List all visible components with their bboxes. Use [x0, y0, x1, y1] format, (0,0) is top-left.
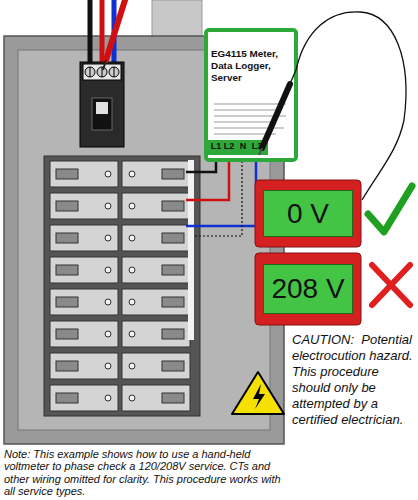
breaker-handle: [56, 169, 78, 179]
terminal-screw: [129, 363, 135, 369]
terminal-screw: [105, 395, 111, 401]
breaker-handle: [56, 393, 78, 403]
meter-housing: [206, 30, 296, 160]
breaker-handle: [162, 329, 184, 339]
branch-breaker: [122, 353, 190, 379]
branch-breaker: [50, 385, 118, 411]
conduit: [152, 0, 202, 38]
wire-l3: [186, 155, 256, 226]
voltmeter-body: [255, 253, 361, 325]
branch-breaker: [122, 321, 190, 347]
lug-screws: [85, 67, 119, 77]
branch-breaker: [122, 161, 190, 187]
branch-breaker: [122, 225, 190, 251]
breaker-handle: [56, 201, 78, 211]
branch-breaker: [122, 385, 190, 411]
main-breaker: [80, 62, 124, 147]
branch-breaker: [50, 193, 118, 219]
voltmeter-body: [255, 180, 361, 247]
breaker-handle: [162, 233, 184, 243]
terminal-screw: [129, 203, 135, 209]
terminal-screw: [129, 395, 135, 401]
terminal-screw: [105, 363, 111, 369]
procedure-note: Note: This example shows how to use a ha…: [4, 448, 294, 498]
terminal-label: L1: [209, 141, 223, 152]
terminal-label: N: [238, 141, 248, 152]
terminal-screw: [105, 331, 111, 337]
terminal-block: [208, 140, 268, 155]
branch-breaker: [50, 161, 118, 187]
cross-mark: [372, 265, 410, 305]
device-name: EG4115 Meter, Data Logger, Server: [211, 48, 291, 84]
breaker-handle: [162, 393, 184, 403]
lightning-bolt: [253, 384, 265, 409]
breaker-lugs: [83, 64, 121, 80]
breaker-handle: [56, 297, 78, 307]
breaker-handle: [162, 297, 184, 307]
branch-breaker: [50, 225, 118, 251]
probe-tip: [103, 60, 106, 70]
terminal-screw: [129, 171, 135, 177]
branch-breaker: [50, 257, 118, 283]
caution-note: CAUTION: Potential electrocution hazard.…: [292, 332, 416, 428]
branch-breaker: [122, 257, 190, 283]
neutral-bar: [188, 160, 194, 340]
breaker-handle: [56, 361, 78, 371]
breaker-handle: [162, 361, 184, 371]
meter-title: EG4115 Meter, Data Logger, Server: [211, 36, 291, 96]
warning-triangle: [232, 372, 284, 414]
wire-black: [88, 0, 93, 68]
wire-neutral: [195, 155, 242, 236]
branch-breaker: [50, 321, 118, 347]
breaker-switch: [92, 98, 112, 130]
voltmeter-display: 0 V: [263, 190, 353, 237]
breaker-handle: [56, 265, 78, 275]
breaker-handle: [56, 329, 78, 339]
branch-breakers: [50, 161, 190, 411]
terminal-label: L3: [249, 141, 265, 152]
breaker-array: [44, 156, 200, 416]
breaker-handle: [162, 169, 184, 179]
red-probe: [106, 0, 125, 60]
voltmeter-display: 208 V: [263, 264, 353, 314]
branch-breaker: [122, 289, 190, 315]
check-mark: [368, 186, 412, 232]
terminal-screw: [105, 299, 111, 305]
terminal-label: L2: [222, 141, 236, 152]
branch-breaker: [50, 289, 118, 315]
breaker-handle: [162, 265, 184, 275]
terminal-screw: [129, 331, 135, 337]
black-probe: [262, 84, 290, 148]
breaker-handle: [56, 233, 78, 243]
terminal-screw: [105, 235, 111, 241]
terminal-screw: [129, 299, 135, 305]
branch-breaker: [122, 193, 190, 219]
reading-value: 208 V: [271, 272, 344, 306]
breaker-toggle: [96, 102, 108, 114]
breaker-handle: [162, 201, 184, 211]
branch-breaker: [50, 353, 118, 379]
terminal-screw: [129, 235, 135, 241]
terminal-screw: [129, 267, 135, 273]
probe-lead: [262, 12, 406, 200]
reading-value: 0 V: [287, 197, 329, 231]
terminal-screw: [105, 203, 111, 209]
terminal-screw: [105, 267, 111, 273]
terminal-screw: [105, 171, 111, 177]
